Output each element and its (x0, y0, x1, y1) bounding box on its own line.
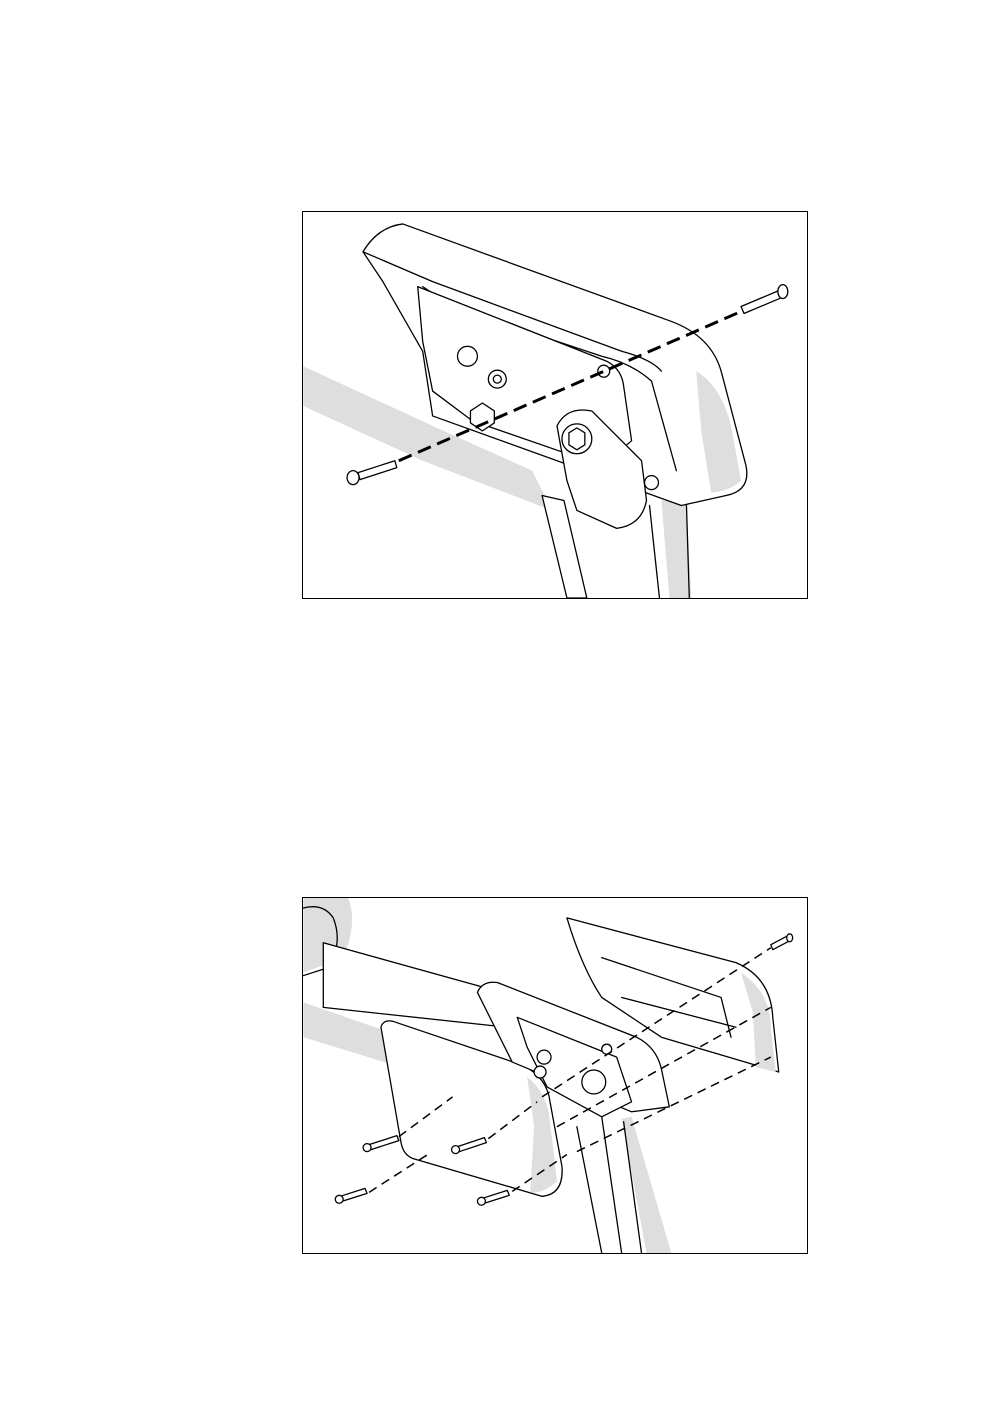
cover-panels-illustration (303, 898, 807, 1253)
figure-cover-panels (302, 897, 808, 1254)
pivot-bolt-illustration (303, 212, 807, 598)
screw-right-top (771, 934, 793, 950)
plate-bolt-hole (488, 370, 506, 388)
bolt-left (347, 461, 397, 485)
frame-tube (323, 943, 507, 1028)
screw-left-1 (363, 1136, 399, 1152)
leg-shade (622, 1117, 672, 1253)
upper-rivet (598, 365, 610, 377)
plate-hole (458, 346, 478, 366)
screw-left-2 (335, 1188, 367, 1203)
center-pivot (582, 1070, 606, 1094)
center-rivet (534, 1066, 546, 1078)
bolt-right (741, 285, 788, 314)
figure-pivot-bolt (302, 211, 808, 599)
screw-left-4 (477, 1190, 509, 1205)
center-nut (537, 1050, 551, 1064)
bracket-rivet (645, 476, 659, 490)
